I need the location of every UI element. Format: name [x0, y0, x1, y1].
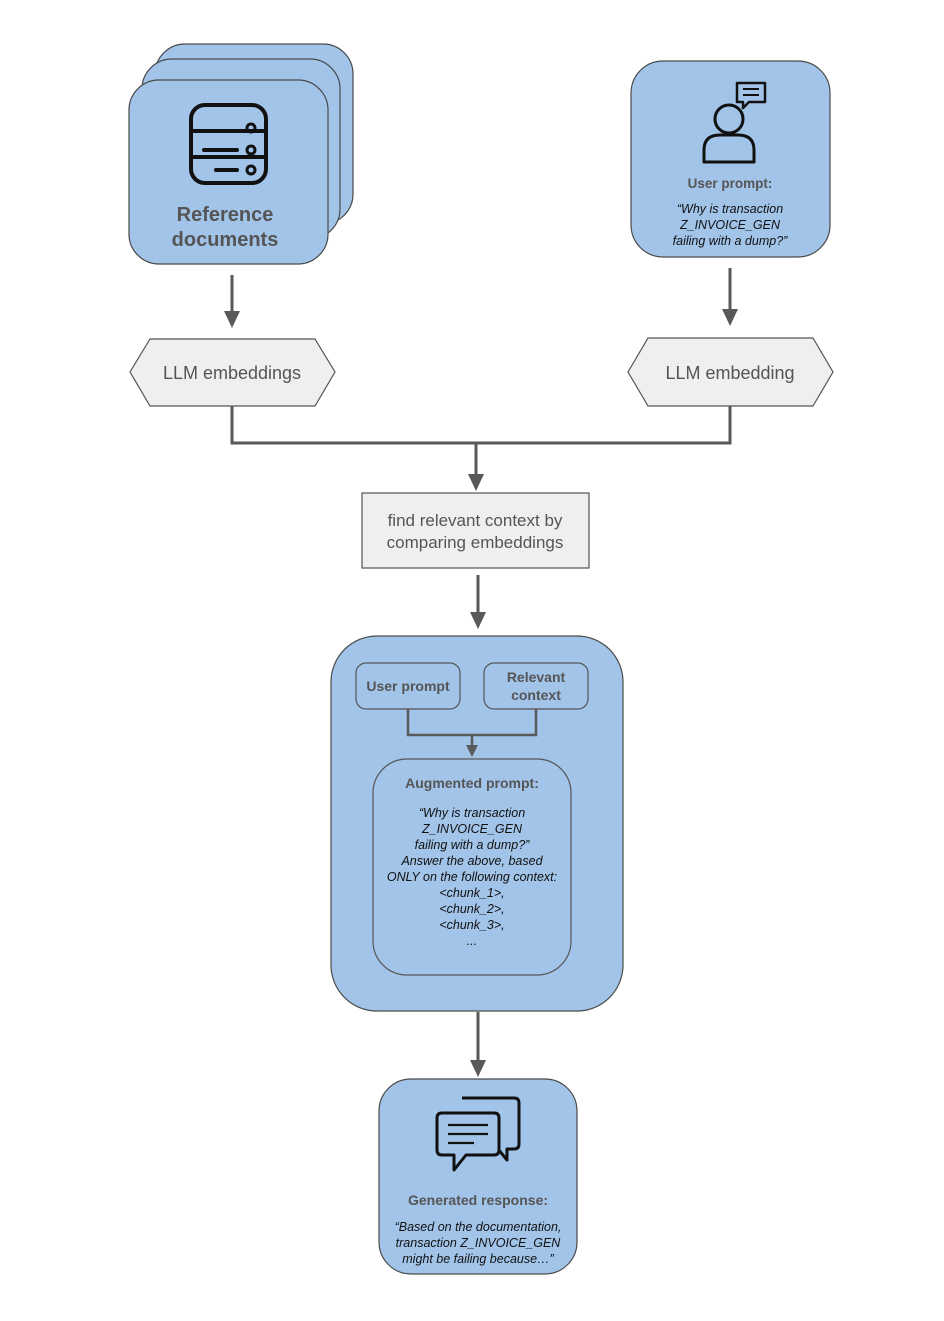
generated-response-title: Generated response:: [408, 1192, 548, 1208]
llm-embeddings-hexagon: [129, 338, 336, 407]
find-context-label-1: find relevant context by: [388, 511, 563, 530]
user-prompt-quote-line-3: failing with a dump?”: [673, 234, 788, 248]
augmented-prompt-text: “Why is transaction Z_INVOICE_GEN failin…: [387, 806, 557, 948]
augmented-prompt-title: Augmented prompt:: [405, 775, 539, 791]
user-prompt-quote-line-2: Z_INVOICE_GEN: [679, 218, 781, 232]
augmented-line: Z_INVOICE_GEN: [421, 822, 523, 836]
arrowhead-augment-group: [470, 612, 486, 629]
reference-documents-node: Reference documents: [128, 43, 354, 265]
find-context-box: [361, 492, 590, 569]
merge-connector: [230, 406, 732, 445]
arrowhead-response: [470, 1060, 486, 1077]
arrowhead-prompt: [722, 309, 738, 326]
llm-embedding-hexagon: [627, 337, 834, 407]
arrowhead-augmented-prompt: [466, 745, 478, 757]
generated-response-line-2: transaction Z_INVOICE_GEN: [396, 1236, 562, 1250]
find-context-label-2: comparing embeddings: [387, 533, 564, 552]
user-chat-icon: [702, 81, 767, 164]
relevant-context-label-1: Relevant: [507, 669, 566, 685]
relevant-context-label-2: context: [511, 687, 561, 703]
augmented-line: Answer the above, based: [400, 854, 543, 868]
database-icon: [189, 103, 268, 185]
user-prompt-box: [630, 60, 831, 258]
llm-embedding-right-node: LLM embedding: [627, 337, 834, 407]
augmented-line: ...: [467, 934, 477, 948]
llm-embeddings-label: LLM embeddings: [163, 363, 301, 383]
user-prompt-node: User prompt: “Why is transaction Z_INVOI…: [630, 60, 831, 258]
generated-response-box: [378, 1078, 578, 1275]
reference-documents-label-2: documents: [172, 229, 279, 251]
augmented-line: ONLY on the following context:: [387, 870, 557, 884]
generated-response-node: Generated response: “Based on the docume…: [378, 1078, 578, 1275]
augmented-line: failing with a dump?”: [415, 838, 530, 852]
arrowhead-docs: [224, 311, 240, 328]
arrowhead-find-context: [468, 474, 484, 491]
generated-response-line-3: might be failing because…”: [402, 1252, 554, 1266]
augmentation-group: User prompt Relevant context Augmented p…: [330, 635, 624, 1012]
llm-embeddings-left-node: LLM embeddings: [129, 338, 336, 407]
augmented-line: “Why is transaction: [419, 806, 525, 820]
user-prompt-chip-label: User prompt: [366, 678, 450, 694]
augmented-prompt-box: [372, 758, 572, 976]
augmented-line: <chunk_1>,: [439, 886, 504, 900]
llm-embedding-label: LLM embedding: [665, 363, 794, 383]
augmented-line: <chunk_3>,: [439, 918, 504, 932]
user-prompt-title: User prompt:: [688, 176, 773, 191]
find-context-node: find relevant context by comparing embed…: [361, 492, 590, 569]
user-prompt-quote-line-1: “Why is transaction: [677, 202, 783, 216]
augmented-line: <chunk_2>,: [439, 902, 504, 916]
reference-documents-label-1: Reference: [177, 204, 274, 226]
chat-bubbles-icon: [435, 1096, 521, 1172]
generated-response-line-1: “Based on the documentation,: [395, 1220, 562, 1234]
